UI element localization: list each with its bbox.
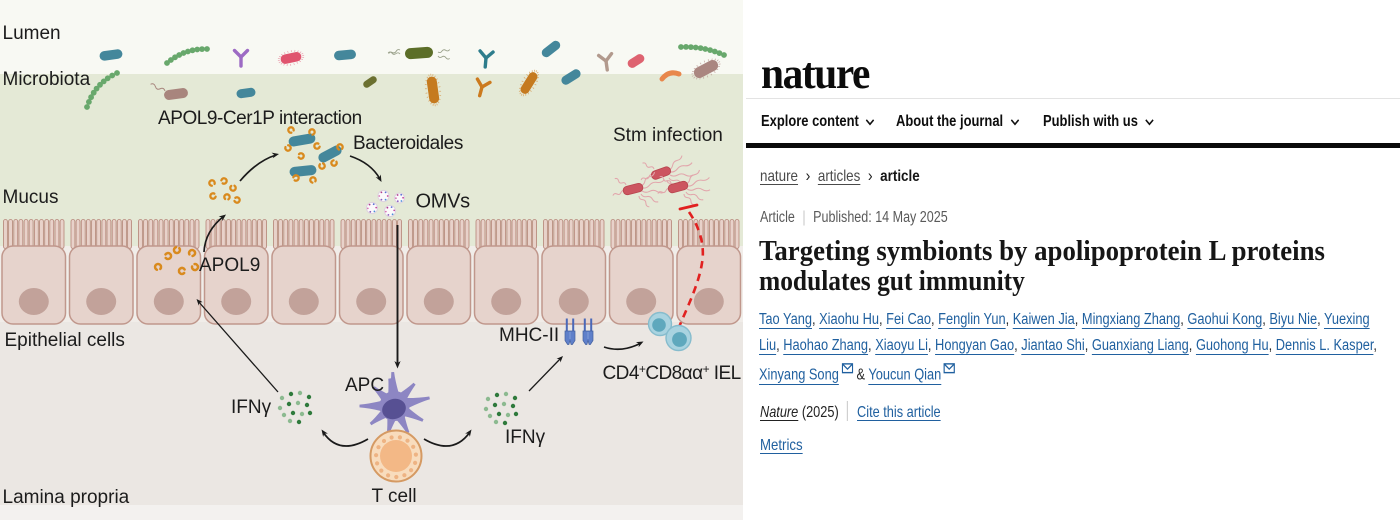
svg-text:APOL9-Cer1P interaction: APOL9-Cer1P interaction xyxy=(158,108,362,129)
svg-text:MHC-II: MHC-II xyxy=(499,325,559,346)
svg-text:IFNγ: IFNγ xyxy=(231,397,272,418)
svg-text:T cell: T cell xyxy=(372,486,417,507)
svg-text:CD4+CD8αα+ IEL: CD4+CD8αα+ IEL xyxy=(603,362,741,384)
svg-text:Lamina propria: Lamina propria xyxy=(3,487,130,508)
svg-text:Mucus: Mucus xyxy=(3,187,59,208)
svg-text:OMVs: OMVs xyxy=(416,191,471,213)
svg-text:IFNγ: IFNγ xyxy=(505,427,546,448)
svg-text:Stm infection: Stm infection xyxy=(613,125,723,146)
svg-text:Epithelial cells: Epithelial cells xyxy=(5,330,125,351)
svg-text:Bacteroidales: Bacteroidales xyxy=(353,133,463,154)
svg-text:Microbiota: Microbiota xyxy=(3,69,91,90)
svg-text:APOL9: APOL9 xyxy=(199,255,260,276)
svg-text:APC: APC xyxy=(345,375,384,396)
svg-text:Lumen: Lumen xyxy=(3,23,61,44)
